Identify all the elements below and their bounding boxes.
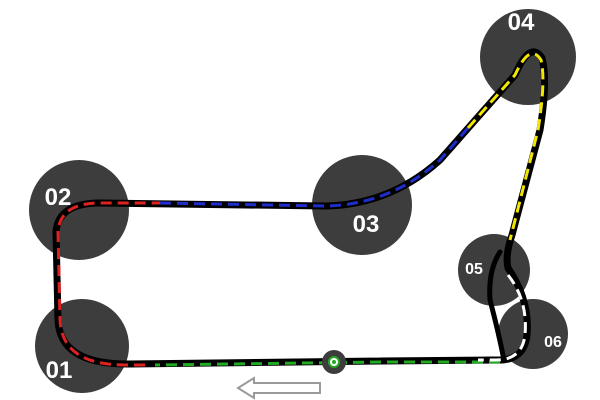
sector-start-straight <box>154 360 500 367</box>
corner-label-05: 05 <box>465 261 483 278</box>
corner-label-02: 02 <box>45 184 72 211</box>
corner-labels: 01 02 03 04 05 06 <box>45 9 562 384</box>
sector-chicane <box>478 274 527 362</box>
track-main-line <box>52 48 549 368</box>
direction-arrow-left-icon <box>236 376 321 400</box>
start-finish-marker-dot <box>332 360 336 364</box>
sectors <box>56 52 545 367</box>
corner-label-04: 04 <box>508 9 535 36</box>
sector-turn-one <box>56 201 160 367</box>
sector-back-straight <box>159 127 470 208</box>
track <box>52 48 549 368</box>
corner-label-01: 01 <box>46 357 73 384</box>
track-chicane-inner <box>487 249 507 363</box>
corner-label-06: 06 <box>544 334 562 351</box>
sector-turn-four-approach <box>466 52 545 241</box>
corner-06-circle <box>498 299 568 369</box>
corner-label-03: 03 <box>353 211 380 238</box>
start-finish-marker-icon <box>322 350 346 374</box>
